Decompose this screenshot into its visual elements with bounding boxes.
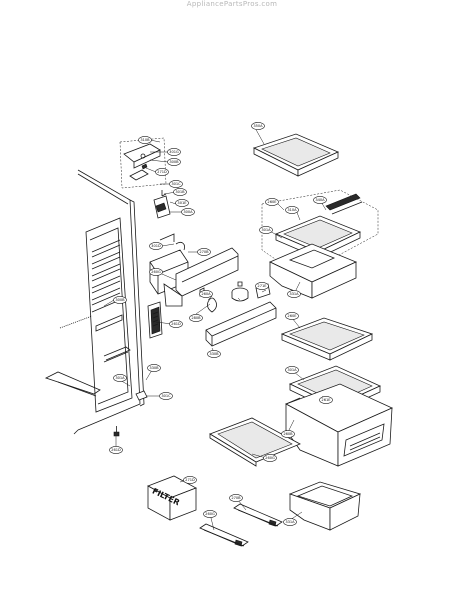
callout: 260G <box>263 454 277 462</box>
callout: 271D <box>155 168 169 176</box>
callout: 301A <box>285 366 299 374</box>
callout: 340A <box>313 196 327 204</box>
filter-cover-bracket <box>147 301 163 339</box>
callout: 301C <box>159 392 173 400</box>
svg-text:350A: 350A <box>253 124 263 128</box>
svg-text:270B: 270B <box>199 250 209 254</box>
callout: 350A <box>251 122 265 130</box>
svg-text:260A: 260A <box>201 292 211 296</box>
svg-text:260G: 260G <box>265 456 275 460</box>
callout: 260G <box>149 268 163 276</box>
svg-text:301A: 301A <box>115 376 125 380</box>
callout: 271E <box>255 282 269 290</box>
svg-text:261D: 261D <box>171 322 181 326</box>
svg-text:261E: 261E <box>321 398 331 402</box>
drawer-rail-strip <box>325 193 363 215</box>
svg-text:260E: 260E <box>287 314 297 318</box>
svg-text:261D: 261D <box>111 448 121 452</box>
svg-text:301A: 301A <box>261 228 271 232</box>
svg-text:301A: 301A <box>287 368 297 372</box>
svg-text:330B: 330B <box>209 352 219 356</box>
callout: 261D <box>169 320 183 328</box>
lamp-bulb <box>207 297 217 313</box>
screw <box>113 431 120 437</box>
svg-text:331A: 331A <box>289 292 299 296</box>
callout: 331A <box>287 290 301 298</box>
svg-text:260G: 260G <box>151 270 161 274</box>
crisper-drawer-small <box>269 243 358 299</box>
callout: 301B <box>173 188 187 196</box>
svg-text:301C: 301C <box>161 394 171 398</box>
lamp-cover <box>205 301 277 347</box>
svg-text:300B: 300B <box>115 298 125 302</box>
cabinet-body <box>44 169 148 437</box>
svg-text:260E: 260E <box>267 200 277 204</box>
lamp-housing-assembly <box>119 137 171 219</box>
svg-text:270B: 270B <box>231 496 241 500</box>
callout: 301G <box>167 148 181 156</box>
callout: 300A <box>181 208 195 216</box>
svg-text:301D: 301D <box>151 244 161 248</box>
callout: 301A <box>113 374 127 382</box>
callout: 301C <box>169 180 183 188</box>
svg-text:260G: 260G <box>205 512 215 516</box>
callout: 271D <box>183 476 197 484</box>
glass-cover-panel <box>209 417 301 467</box>
site-watermark: AppliancePartsPros.com <box>186 0 278 8</box>
svg-text:330B: 330B <box>149 366 159 370</box>
svg-text:301G: 301G <box>169 150 179 154</box>
svg-text:280B: 280B <box>191 316 201 320</box>
svg-text:271D: 271D <box>157 170 167 174</box>
svg-text:310A: 310A <box>287 208 297 212</box>
callout: 270B <box>197 248 211 256</box>
svg-text:260B: 260B <box>283 432 293 436</box>
callout: 301D <box>149 242 163 250</box>
callout: 260E <box>265 198 279 206</box>
callout: 301A <box>259 226 273 234</box>
shelf-middle <box>280 317 374 361</box>
svg-text:301B: 301B <box>175 190 185 194</box>
callout-bubbles: 310B 301G 300B 271D 301C 301B 301E 300A … <box>109 122 333 526</box>
callout: 330B <box>207 350 221 358</box>
svg-text:310B: 310B <box>140 138 150 142</box>
callout: 260G <box>203 510 217 518</box>
slide-rail-right <box>233 503 283 527</box>
bottom-bin <box>288 481 362 531</box>
callout: 331A <box>283 518 297 526</box>
callout: 301E <box>175 199 189 207</box>
rail-stopper <box>135 390 148 401</box>
slide-rail-left <box>199 523 249 547</box>
svg-text:340A: 340A <box>315 198 325 202</box>
control-housing <box>149 233 249 313</box>
shelf-top <box>252 133 339 177</box>
callout: 261D <box>109 446 123 454</box>
callout: 310A <box>285 206 299 214</box>
svg-text:301E: 301E <box>177 201 187 205</box>
callout: 280B <box>189 314 203 322</box>
callout: 261E <box>319 396 333 404</box>
callout: 300B <box>113 296 127 304</box>
svg-text:300B: 300B <box>169 160 179 164</box>
svg-text:271E: 271E <box>257 284 267 288</box>
crisper-drawer-large <box>285 383 393 467</box>
svg-text:300A: 300A <box>183 210 193 214</box>
callout: 330B <box>147 364 161 372</box>
svg-text:331A: 331A <box>285 520 295 524</box>
svg-text:271D: 271D <box>185 478 195 482</box>
callout: 260B <box>281 430 295 438</box>
callout: 310B <box>138 136 152 144</box>
cabinet-rail <box>44 371 101 395</box>
svg-text:301C: 301C <box>171 182 181 186</box>
shelf-set-frame <box>261 189 379 277</box>
callout: 260A <box>199 290 213 298</box>
callout: 300B <box>167 158 181 166</box>
callout: 260E <box>285 312 299 320</box>
callout: 270B <box>229 494 243 502</box>
